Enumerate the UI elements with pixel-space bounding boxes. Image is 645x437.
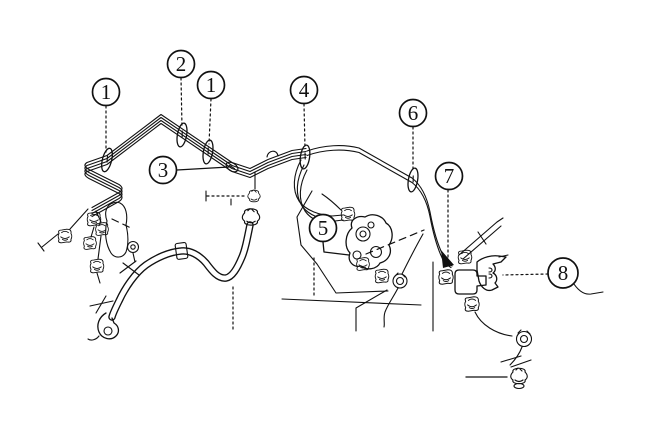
callout-number-3: 3 (158, 158, 169, 182)
callout-number-5: 5 (318, 216, 329, 240)
lower-right-line (474, 311, 533, 390)
union-nut (89, 258, 105, 274)
union-nut (464, 296, 480, 312)
callout-circle-1-right (196, 70, 226, 100)
callout-7: 7 (434, 161, 464, 191)
grommet (247, 189, 261, 203)
callout-circle-5 (308, 213, 338, 243)
union-nut (83, 236, 97, 250)
tube-clamps (98, 121, 421, 194)
union-nut (57, 228, 73, 244)
callout-number-1-left: 1 (101, 80, 112, 104)
leader-line-3 (176, 166, 230, 171)
callout-circle-6 (398, 98, 428, 128)
callout-number-7: 7 (444, 164, 455, 188)
callout-4: 4 (289, 75, 319, 105)
tube-clamp (98, 146, 116, 174)
leader-line-8 (502, 273, 549, 276)
left-fitting-cluster (37, 201, 140, 284)
valve-actuator-unit (321, 193, 424, 328)
tube-clamp (405, 166, 421, 194)
callout-number-2: 2 (176, 52, 187, 76)
grommet (241, 208, 261, 226)
callout-2: 2 (166, 49, 196, 79)
grommet-stack (241, 189, 261, 226)
callout-8: 8 (547, 257, 579, 289)
callout-circle-2 (166, 49, 196, 79)
callout-number-8: 8 (558, 261, 569, 285)
union-nut (438, 269, 454, 285)
callout-5: 5 (308, 213, 338, 243)
callout-6: 6 (398, 98, 428, 128)
callout-1-right: 1 (196, 70, 226, 100)
callout-circle-1-left (91, 77, 121, 107)
callout-circle-7 (434, 161, 464, 191)
bundle-oval-fitting (225, 161, 239, 173)
union-nut (374, 268, 390, 284)
flexible-hose (89, 221, 254, 321)
callout-number-1-right: 1 (206, 73, 217, 97)
brake-tube-bundle (84, 113, 307, 218)
callout-3: 3 (148, 155, 178, 185)
callout-1-left: 1 (91, 77, 121, 107)
callout-circle-4 (289, 75, 319, 105)
callout-leaders (105, 77, 549, 276)
leader-line-1-right (208, 98, 212, 145)
tee-union-assembly (438, 217, 509, 312)
context-outlines (205, 190, 604, 378)
callout-circle-3 (148, 155, 178, 185)
callout-number-4: 4 (299, 78, 310, 102)
leader-line-4 (303, 103, 306, 149)
callout-circle-8 (547, 257, 579, 289)
leader-line-5 (322, 241, 350, 256)
callout-number-6: 6 (408, 101, 419, 125)
hose-hook-bracket (87, 312, 120, 341)
union-nut (340, 206, 356, 222)
leader-line-2 (180, 77, 183, 128)
rear-tube-pair (306, 145, 454, 269)
ring-fitting (510, 367, 528, 385)
